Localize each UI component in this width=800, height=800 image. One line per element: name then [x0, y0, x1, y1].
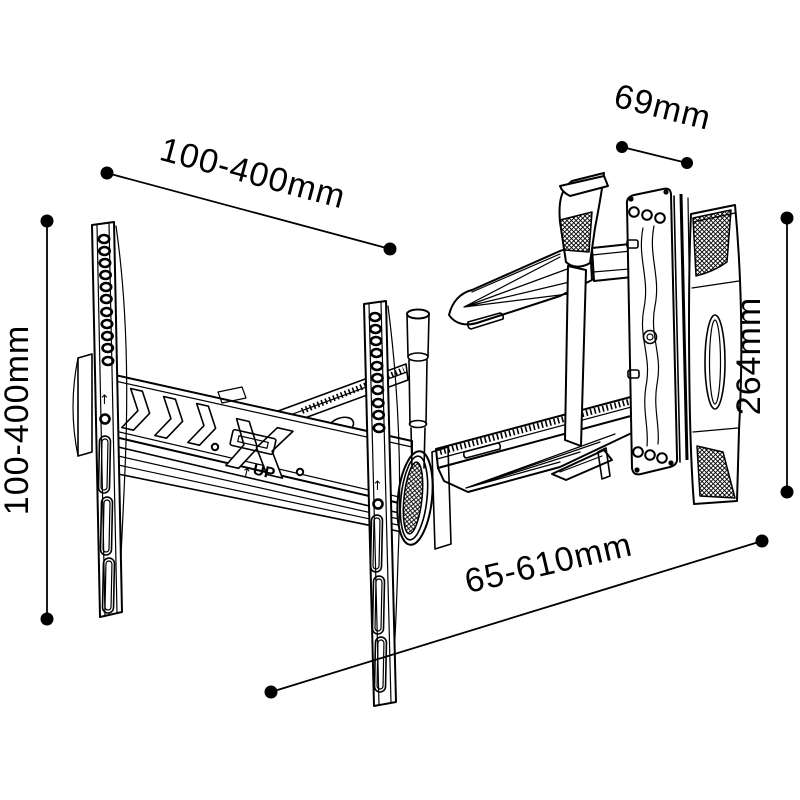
- tension-lever: [558, 172, 609, 447]
- top-width-label: 100-400mm: [156, 130, 350, 216]
- rail-up-arrow-right: ↑: [372, 479, 383, 494]
- right-height-label: 264mm: [730, 297, 768, 415]
- dimension-right-height: 264mm: [730, 211, 794, 499]
- lower-pivot-pad: [396, 446, 452, 550]
- dimension-extension: 65-610mm: [264, 526, 769, 699]
- bottom-crossbar: [117, 446, 413, 535]
- wall-cover-strip: [688, 204, 743, 505]
- depth-label: 69mm: [610, 77, 715, 138]
- left-height-label: 100-400mm: [0, 325, 36, 515]
- wall-plate: [625, 187, 693, 476]
- upper-arm: [448, 242, 643, 330]
- right-tv-rail: ↑: [363, 300, 401, 707]
- dimension-left-height: 100-400mm: [0, 214, 54, 626]
- lower-arm: [435, 394, 641, 493]
- up-text: UP: [251, 461, 277, 483]
- dimension-depth: 69mm: [610, 77, 715, 169]
- extension-label: 65-610mm: [461, 526, 636, 601]
- top-crossbar: ↑ UP: [114, 374, 413, 507]
- up-arrow-glyph: ↑: [239, 465, 253, 482]
- upper-arm-pivot: [406, 308, 430, 469]
- dimension-top-width: 100-400mm: [100, 130, 397, 256]
- left-tv-rail: ↑: [72, 221, 128, 618]
- rail-up-arrow-left: ↑: [99, 393, 110, 408]
